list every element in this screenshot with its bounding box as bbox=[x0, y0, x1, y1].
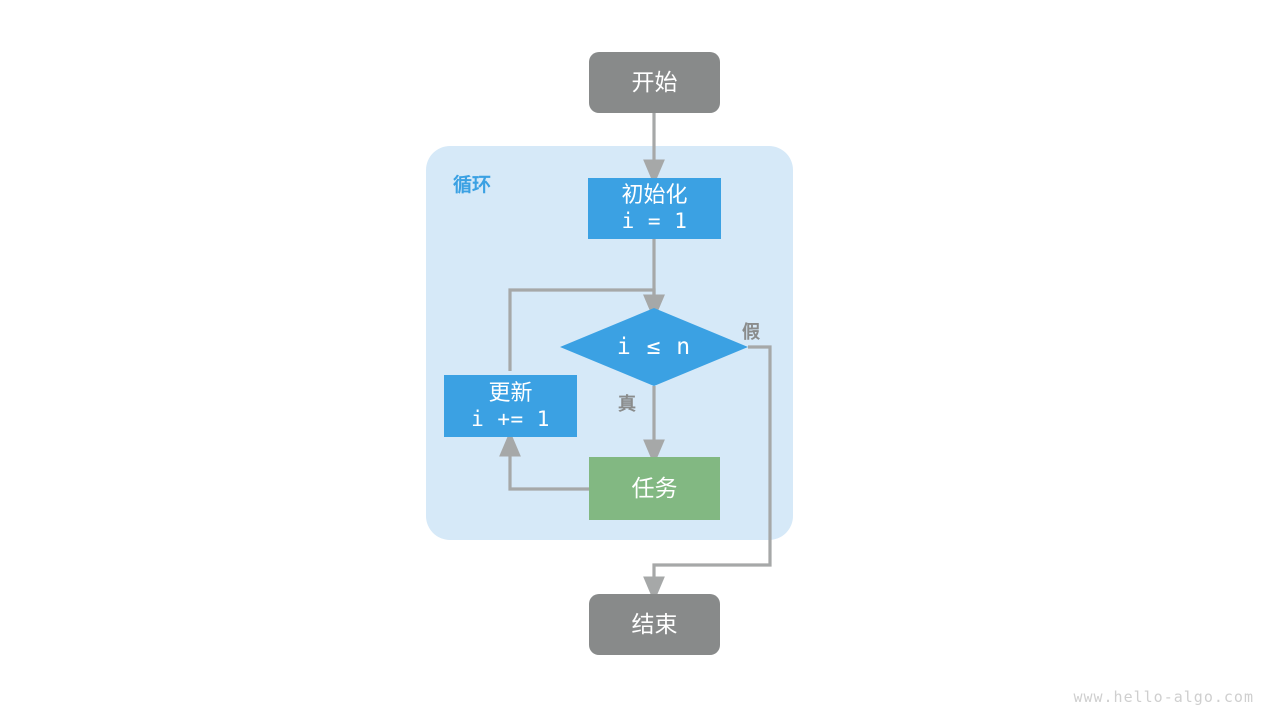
init-node-label: 初始化 bbox=[621, 182, 688, 208]
update-node-label: 更新 bbox=[488, 379, 533, 405]
end-node[interactable]: 结束 bbox=[589, 594, 720, 655]
task-node[interactable]: 任务 bbox=[589, 457, 720, 520]
start-node-label: 开始 bbox=[631, 69, 678, 96]
loop-container-label: 循环 bbox=[453, 175, 492, 196]
update-node-code: i += 1 bbox=[471, 406, 550, 431]
edge-update-to-decision bbox=[508, 288, 665, 371]
edge-label-false: 假 bbox=[742, 322, 760, 342]
decision-node-shape bbox=[560, 308, 748, 386]
watermark: www.hello-algo.com bbox=[1073, 688, 1254, 706]
decision-node-label: i ≤ n bbox=[616, 334, 692, 360]
init-node[interactable]: 初始化 i = 1 bbox=[588, 178, 721, 239]
task-node-label: 任务 bbox=[631, 475, 678, 502]
edge-task-to-update bbox=[499, 430, 589, 491]
start-node[interactable]: 开始 bbox=[589, 52, 720, 113]
end-node-label: 结束 bbox=[631, 611, 678, 638]
edge-decision-false-to-end bbox=[643, 345, 772, 603]
edge-label-true: 真 bbox=[618, 394, 636, 414]
update-node[interactable]: 更新 i += 1 bbox=[444, 375, 577, 437]
init-node-code: i = 1 bbox=[621, 209, 688, 234]
